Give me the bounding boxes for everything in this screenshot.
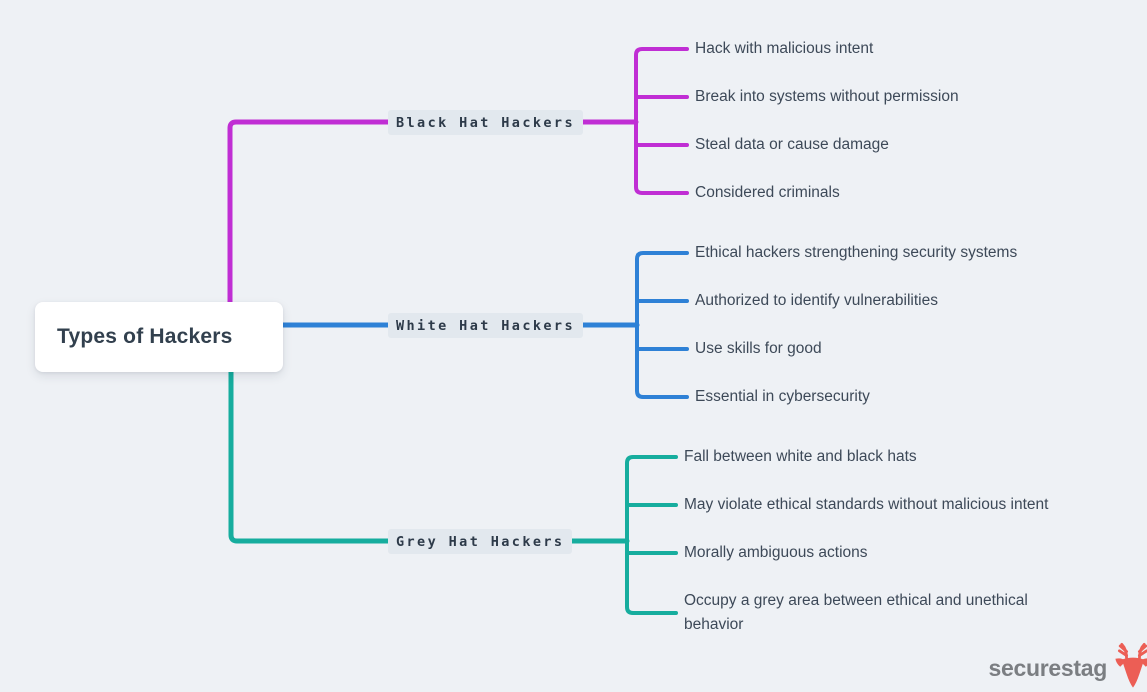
root-node: Types of Hackers [35, 302, 283, 372]
leaf-item: Use skills for good [695, 340, 822, 357]
branch-label-black-hat: Black Hat Hackers [388, 110, 583, 135]
brand-watermark: securestag [989, 642, 1147, 690]
leaf-item: Authorized to identify vulnerabilities [695, 292, 938, 309]
leaf-item: Essential in cybersecurity [695, 388, 870, 405]
leaf-item: Steal data or cause damage [695, 136, 889, 153]
leaf-item: Ethical hackers strengthening security s… [695, 244, 1018, 261]
leaf-item: Hack with malicious intent [695, 40, 874, 57]
leaf-item: May violate ethical standards without ma… [684, 496, 1049, 513]
leaf-item: Occupy a grey area between ethical and u… [684, 592, 1028, 633]
leaf-item: Morally ambiguous actions [684, 544, 868, 561]
grey-hat-connector [228, 369, 678, 615]
leaf-item: Considered criminals [695, 184, 840, 201]
root-node-label: Types of Hackers [57, 325, 233, 348]
black-hat-connector [227, 47, 689, 306]
branch-label-grey-hat: Grey Hat Hackers [388, 529, 573, 554]
leaf-item: Break into systems without permission [695, 88, 959, 105]
leaf-item: Fall between white and black hats [684, 448, 917, 465]
branch-label-white-hat: White Hat Hackers [388, 313, 583, 338]
brand-name: securestag [988, 655, 1108, 681]
stag-icon [1115, 643, 1147, 688]
